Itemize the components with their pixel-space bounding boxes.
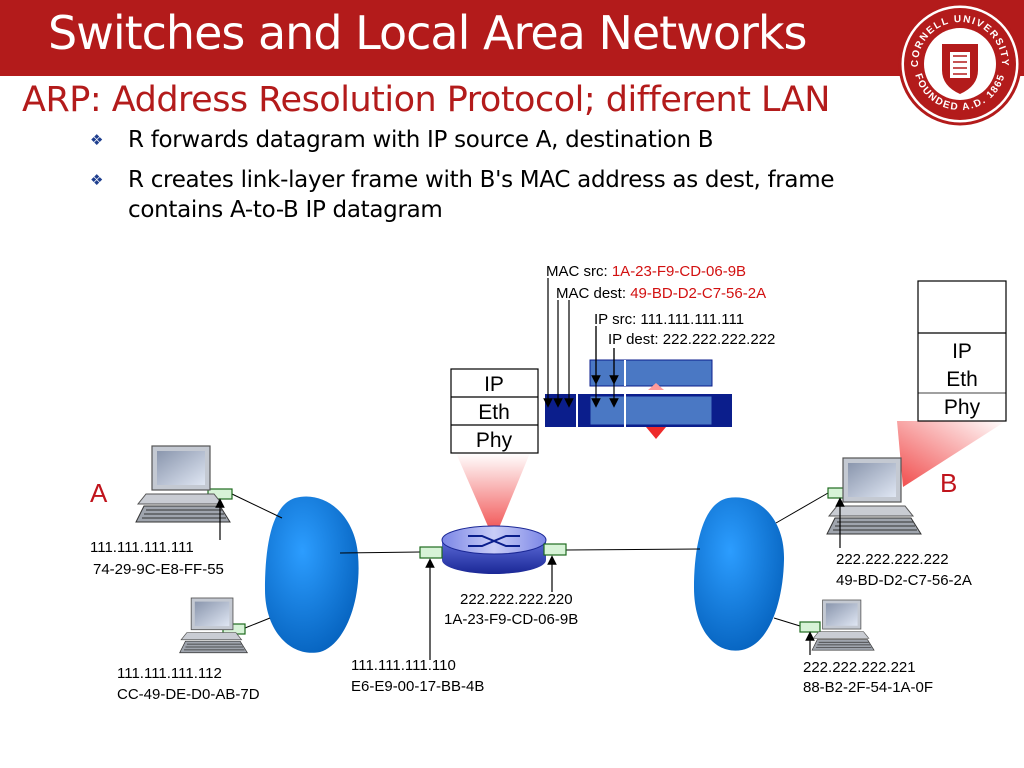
host-a-ip: 111.111.111.111 xyxy=(90,539,194,556)
host-b2-ip: 222.222.222.221 xyxy=(803,659,916,676)
mac-src-value: 1A-23-F9-CD-06-9B xyxy=(612,263,746,280)
svg-text:MAC src: 1A-23-F9-CD-06-9B: MAC src: 1A-23-F9-CD-06-9B xyxy=(546,263,746,280)
host-a-computer-icon xyxy=(135,445,231,523)
host-b-protocol-stack: IP Eth Phy xyxy=(917,280,1007,422)
slide-title: Switches and Local Area Networks xyxy=(48,6,807,60)
interface-card-icon xyxy=(419,546,443,559)
host-b-mac: 49-BD-D2-C7-56-2A xyxy=(836,572,972,589)
stack-layer-ip: IP xyxy=(952,340,972,363)
svg-text:MAC dest: 49-BD-D2-C7-56-2A: MAC dest: 49-BD-D2-C7-56-2A xyxy=(556,285,766,302)
host-b-letter: B xyxy=(940,468,957,498)
router-left-mac: E6-E9-00-17-BB-4B xyxy=(351,678,484,695)
ip-datagram xyxy=(589,359,713,387)
router-right-mac: 1A-23-F9-CD-06-9B xyxy=(444,611,578,628)
stack-layer-phy: Phy xyxy=(944,396,981,419)
host-a-mac: 74-29-9C-E8-FF-55 xyxy=(93,561,224,578)
router-left-ip: 111.111.111.110 xyxy=(351,657,456,674)
frame-ip-datagram xyxy=(589,395,713,426)
lan-right-cloud xyxy=(694,497,785,651)
slide-subtitle: ARP: Address Resolution Protocol; differ… xyxy=(22,80,831,120)
host-b2-computer-icon xyxy=(811,599,875,651)
stack-layer-ip: IP xyxy=(484,373,504,396)
ip-src-label: IP src: 111.111.111.111 xyxy=(594,311,744,328)
mac-dest-label: MAC dest: xyxy=(556,285,626,302)
bullet-item: ❖R creates link-layer frame with B's MAC… xyxy=(90,167,835,223)
host-a-letter: A xyxy=(90,478,108,508)
router-protocol-stack: IP Eth Phy xyxy=(450,368,539,454)
mac-src-label: MAC src: xyxy=(546,263,608,280)
mac-dest-value: 49-BD-D2-C7-56-2A xyxy=(630,285,766,302)
title-bar xyxy=(0,0,1024,76)
stack-layer-eth: Eth xyxy=(478,401,510,424)
diamond-bullet-icon: ❖ xyxy=(90,171,104,189)
host-b-ip: 222.222.222.222 xyxy=(836,551,949,568)
stack-layer-eth: Eth xyxy=(946,368,978,391)
host-a2-ip: 111.111.111.112 xyxy=(117,665,222,682)
stack-layer-phy: Phy xyxy=(476,429,513,452)
host-a2-mac: CC-49-DE-D0-AB-7D xyxy=(117,686,260,703)
router-icon xyxy=(441,525,547,574)
host-b-stack-beam xyxy=(897,421,1006,487)
host-b2-mac: 88-B2-2F-54-1A-0F xyxy=(803,679,933,696)
lan-left-cloud xyxy=(265,496,359,653)
ip-dest-label: IP dest: 222.222.222.222 xyxy=(608,331,775,348)
interface-card-icon xyxy=(543,543,567,556)
bullet-item: ❖R forwards datagram with IP source A, d… xyxy=(90,127,714,153)
cornell-university-seal-icon: CORNELL UNIVERSITY FOUNDED A.D. 1865 xyxy=(898,2,1022,126)
router-right-ip: 222.222.222.220 xyxy=(460,591,573,608)
interface-card-icon xyxy=(799,621,821,633)
bullet-list: ❖R forwards datagram with IP source A, d… xyxy=(90,125,870,235)
router-stack-beam xyxy=(456,453,530,540)
diamond-bullet-icon: ❖ xyxy=(90,131,104,149)
